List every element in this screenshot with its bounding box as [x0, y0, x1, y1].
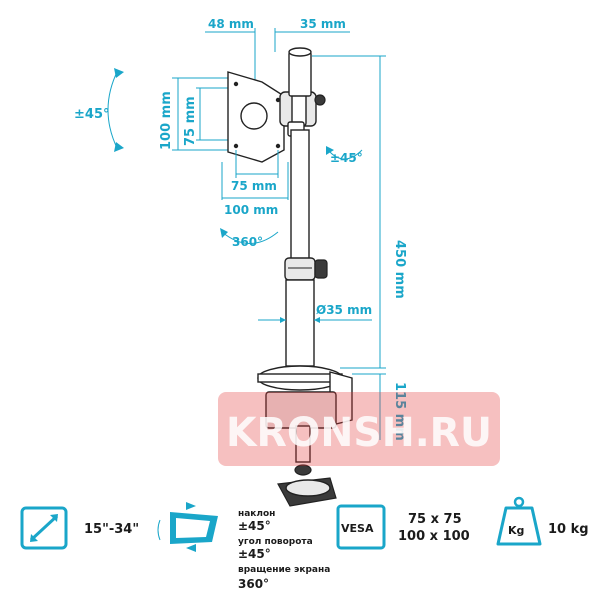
tilt-spec-label: наклон [238, 509, 275, 519]
weight-badge-text: Kg [508, 524, 524, 537]
swivel-label: ±45° [330, 151, 363, 165]
tilt-spec-value: ±45° [238, 519, 271, 533]
top-cap [288, 47, 312, 57]
offset-right-label: 35 mm [300, 17, 346, 31]
clamp-height-label: 115 mm [392, 382, 407, 441]
monitor-rotation-icon [157, 502, 218, 552]
tilt-arrow-top-icon [114, 68, 124, 78]
upper-pole [290, 129, 310, 261]
vesa-badge-text: VESA [341, 522, 374, 535]
weight-value: 10 kg [548, 522, 589, 537]
lower-pole [285, 279, 315, 367]
weight-icon: Kg [496, 496, 542, 546]
pole-diameter-label: Ø35 mm [316, 303, 372, 317]
vesa-width-inner-label: 75 mm [231, 179, 277, 193]
rotation-label: 360° [232, 235, 263, 249]
rotation-arc-icon [221, 231, 279, 244]
vesa-width-outer-label: 100 mm [224, 203, 278, 217]
offset-left-label: 48 mm [208, 17, 254, 31]
watermark: KRONSH.RU [218, 392, 500, 466]
swivel-arc-icon [327, 149, 363, 160]
swivel-spec-value: ±45° [238, 547, 271, 561]
tilt-label: ±45° [74, 107, 109, 122]
vesa-plate [221, 71, 289, 200]
swivel-spec-label: угол поворота [238, 537, 313, 547]
tilt-arc-icon [107, 69, 119, 151]
pole-height-label: 450 mm [392, 240, 407, 299]
vesa-height-inner-label: 75 mm [183, 96, 198, 146]
desk-clamp [257, 365, 353, 507]
diagonal-arrow-icon [20, 506, 68, 550]
tilt-arrow-bottom-icon [114, 142, 124, 152]
top-post [288, 51, 312, 97]
swivel-arrow-icon [326, 146, 334, 155]
vesa-height-outer-label: 100 mm [159, 91, 174, 150]
rotation-spec-label: вращение экрана [238, 565, 330, 575]
rotation-arrow-icon [220, 228, 228, 238]
vesa-value-1: 75 x 75 [408, 512, 462, 527]
offset-dimension-group: 48 mm 35 mm [205, 17, 350, 80]
screen-size-value: 15"-34" [84, 522, 139, 537]
vesa-icon: VESA [336, 504, 386, 550]
rotation-spec-value: 360° [238, 577, 269, 591]
vesa-value-2: 100 x 100 [398, 529, 470, 544]
watermark-text: KRONSH.RU [226, 410, 492, 456]
height-collar [284, 257, 328, 281]
